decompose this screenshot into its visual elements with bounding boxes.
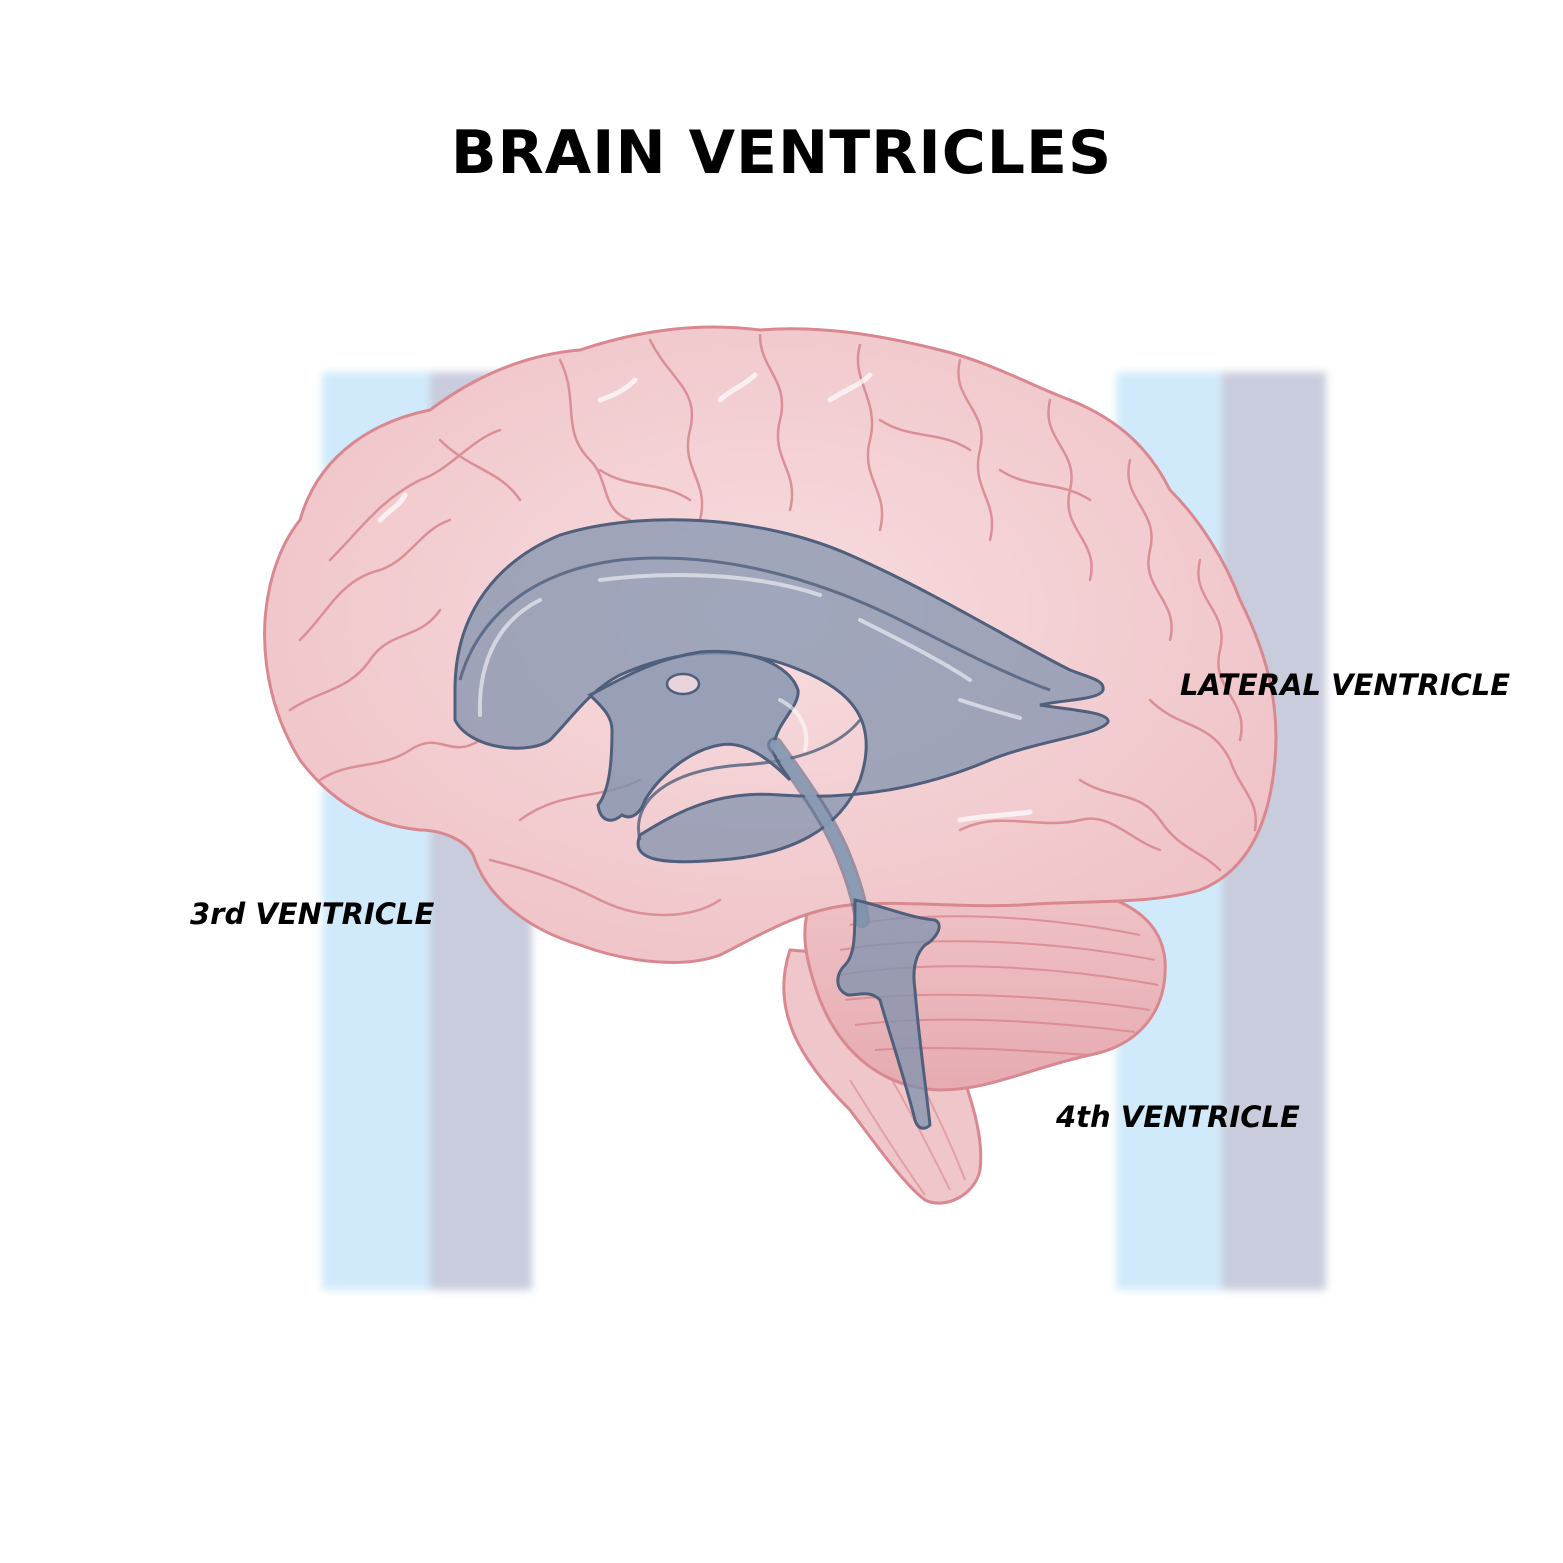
- brain-folds: [288, 333, 1258, 917]
- label-third-ventricle: 3rd VENTRICLE: [190, 897, 435, 931]
- fourth-ventricle-shape: [836, 898, 941, 1130]
- label-lateral-ventricle: LATERAL VENTRICLE: [1180, 668, 1511, 702]
- page-title: BRAIN VENTRICLES: [450, 118, 1113, 188]
- label-fourth-ventricle: 4th VENTRICLE: [1056, 1100, 1300, 1134]
- ventricles: [453, 518, 1110, 1130]
- third-ventricle-shape: [587, 649, 800, 822]
